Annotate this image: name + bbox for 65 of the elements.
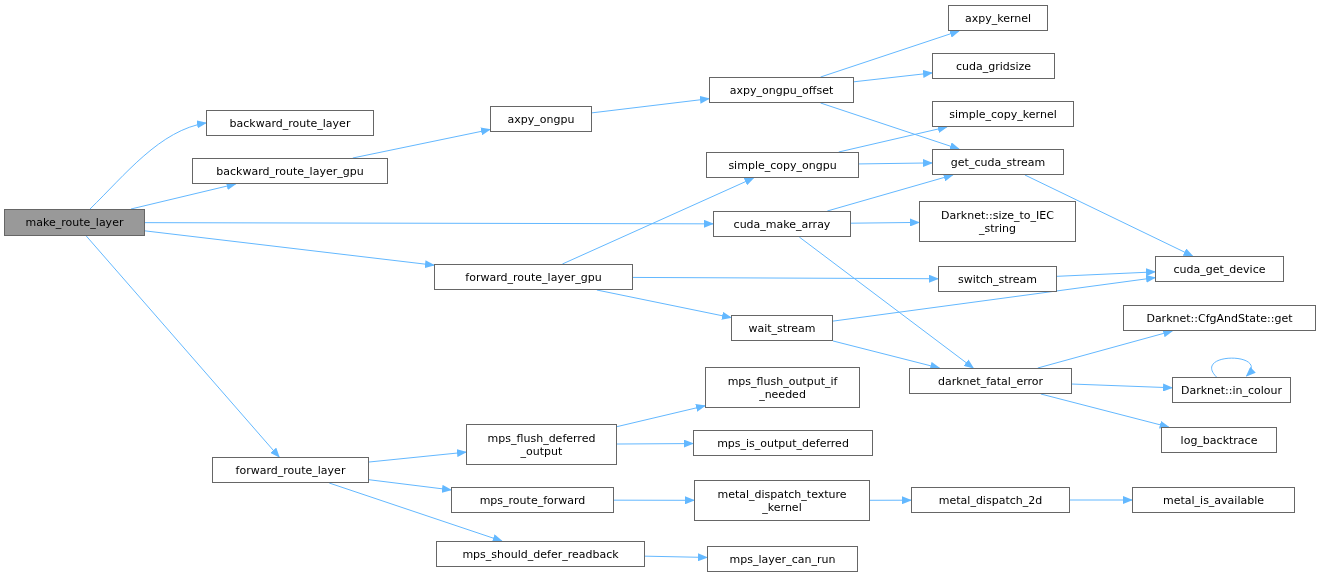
function-box: axpy_ongpu_offset	[709, 77, 854, 103]
function-box: axpy_kernel	[948, 5, 1048, 31]
function-box: axpy_ongpu	[490, 106, 592, 132]
call-arrow	[858, 159, 933, 168]
call-arrow	[1056, 268, 1156, 277]
call-arrow	[1211, 357, 1256, 378]
function-box: cuda_make_array	[713, 211, 851, 237]
call-arrow	[144, 219, 714, 228]
function-box: make_route_layer	[4, 209, 145, 236]
function-box: mps_layer_can_run	[707, 546, 858, 572]
function-box: backward_route_layer_gpu	[192, 158, 388, 184]
function-box: mps_flush_deferred _output	[466, 424, 617, 465]
call-arrow	[850, 218, 920, 227]
call-arrow	[826, 173, 954, 212]
call-arrow	[591, 95, 710, 114]
function-box: forward_route_layer_gpu	[434, 264, 633, 290]
call-arrow	[869, 496, 912, 505]
function-box: cuda_gridsize	[932, 53, 1055, 79]
call-arrow	[561, 177, 755, 265]
call-arrow	[85, 235, 280, 458]
function-box: Darknet::CfgAndState::get	[1123, 305, 1316, 331]
function-box: mps_flush_output_if _needed	[705, 367, 860, 408]
call-arrow	[89, 121, 207, 210]
function-box: mps_should_defer_readback	[436, 541, 645, 567]
call-arrow	[616, 404, 706, 428]
function-box: mps_route_forward	[451, 487, 614, 513]
function-box: metal_is_available	[1132, 487, 1295, 513]
call-arrow	[368, 449, 467, 463]
call-arrow	[144, 230, 435, 269]
call-arrow	[632, 274, 939, 283]
call-arrow	[832, 340, 941, 370]
function-box: wait_stream	[731, 315, 833, 341]
call-arrow	[820, 30, 960, 78]
call-arrow	[1024, 174, 1194, 257]
function-box: Darknet::size_to_IEC _string	[919, 201, 1076, 242]
function-box: darknet_fatal_error	[909, 368, 1072, 394]
call-arrow	[130, 182, 237, 210]
function-box: simple_copy_ongpu	[706, 152, 859, 178]
call-arrow	[838, 125, 948, 153]
call-arrow	[352, 127, 491, 159]
call-arrow	[798, 236, 975, 369]
call-arrow	[820, 102, 960, 150]
function-box: mps_is_output_deferred	[693, 430, 873, 456]
function-box: forward_route_layer	[212, 457, 369, 483]
function-box: Darknet::in_colour	[1172, 377, 1291, 403]
call-arrow	[832, 274, 1156, 322]
call-arrow	[616, 439, 694, 448]
function-box: metal_dispatch_2d	[911, 487, 1070, 513]
call-arrow	[1069, 496, 1133, 504]
call-arrow	[1071, 383, 1173, 392]
call-arrow	[1037, 329, 1174, 369]
function-box: backward_route_layer	[206, 110, 374, 136]
call-arrow	[1040, 393, 1170, 429]
function-box: metal_dispatch_texture _kernel	[694, 480, 870, 521]
function-box: log_backtrace	[1161, 427, 1277, 453]
function-box: get_cuda_stream	[932, 149, 1064, 175]
call-arrow	[328, 482, 503, 542]
call-arrow	[853, 70, 933, 83]
function-box: simple_copy_kernel	[932, 101, 1074, 127]
call-arrow	[368, 479, 452, 493]
call-arrow	[644, 553, 708, 562]
function-box: switch_stream	[938, 266, 1057, 292]
call-arrow	[596, 289, 732, 320]
call-arrow	[613, 496, 695, 505]
function-box: cuda_get_device	[1155, 256, 1284, 282]
